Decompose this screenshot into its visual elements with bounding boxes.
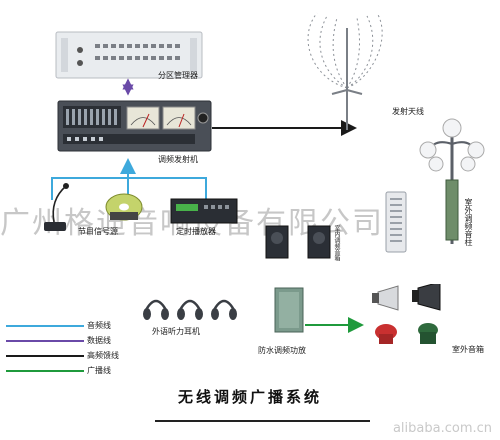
legend-label-feeder: 高频馈线 bbox=[87, 351, 119, 360]
legend-line-feeder bbox=[6, 355, 84, 357]
column-speaker-device bbox=[385, 191, 407, 253]
title-underline bbox=[155, 420, 370, 422]
legend-line-data bbox=[6, 340, 84, 342]
legend-line-audio bbox=[6, 325, 84, 327]
headphones-icon bbox=[143, 299, 237, 320]
antenna-device bbox=[307, 12, 383, 130]
indoor-speakers-device bbox=[265, 225, 331, 259]
timed-player-device bbox=[170, 198, 238, 224]
zone-manager-device bbox=[55, 31, 203, 79]
page-title: 无线调频广播系统 bbox=[178, 388, 323, 406]
transmit-antenna-label: 发射天线 bbox=[392, 107, 424, 116]
waterproof-speaker-label: 防水调频功放 bbox=[258, 346, 306, 355]
zone-manager-label: 分区管理器 bbox=[158, 71, 198, 80]
fm-transmitter-label: 调频发射机 bbox=[158, 155, 198, 164]
indoor-speaker-label: 室内调频音箱 bbox=[333, 225, 340, 261]
fm-transmitter-device bbox=[57, 100, 212, 152]
legend-label-audio: 音频线 bbox=[87, 321, 111, 330]
headphones-label: 外语听力耳机 bbox=[152, 327, 200, 336]
legend-label-data: 数据线 bbox=[87, 336, 111, 345]
microphone-device bbox=[44, 183, 69, 231]
cd-disc-icon bbox=[105, 193, 143, 221]
program-source-label: 节目信号源 bbox=[78, 227, 118, 236]
legend-line-broadcast bbox=[6, 370, 84, 372]
timed-player-label: 定时播放器 bbox=[176, 227, 216, 236]
site-watermark: alibaba.com.cn bbox=[392, 421, 492, 436]
legend-label-broadcast: 广播线 bbox=[87, 366, 111, 375]
outdoor-speakers-label: 室外音箱 bbox=[452, 345, 484, 354]
street-lamp-device bbox=[419, 118, 485, 244]
outdoor-column-label: 室外调频音柱 bbox=[464, 198, 473, 246]
waterproof-speaker-device bbox=[274, 287, 304, 333]
outdoor-speakers-device bbox=[372, 284, 441, 344]
